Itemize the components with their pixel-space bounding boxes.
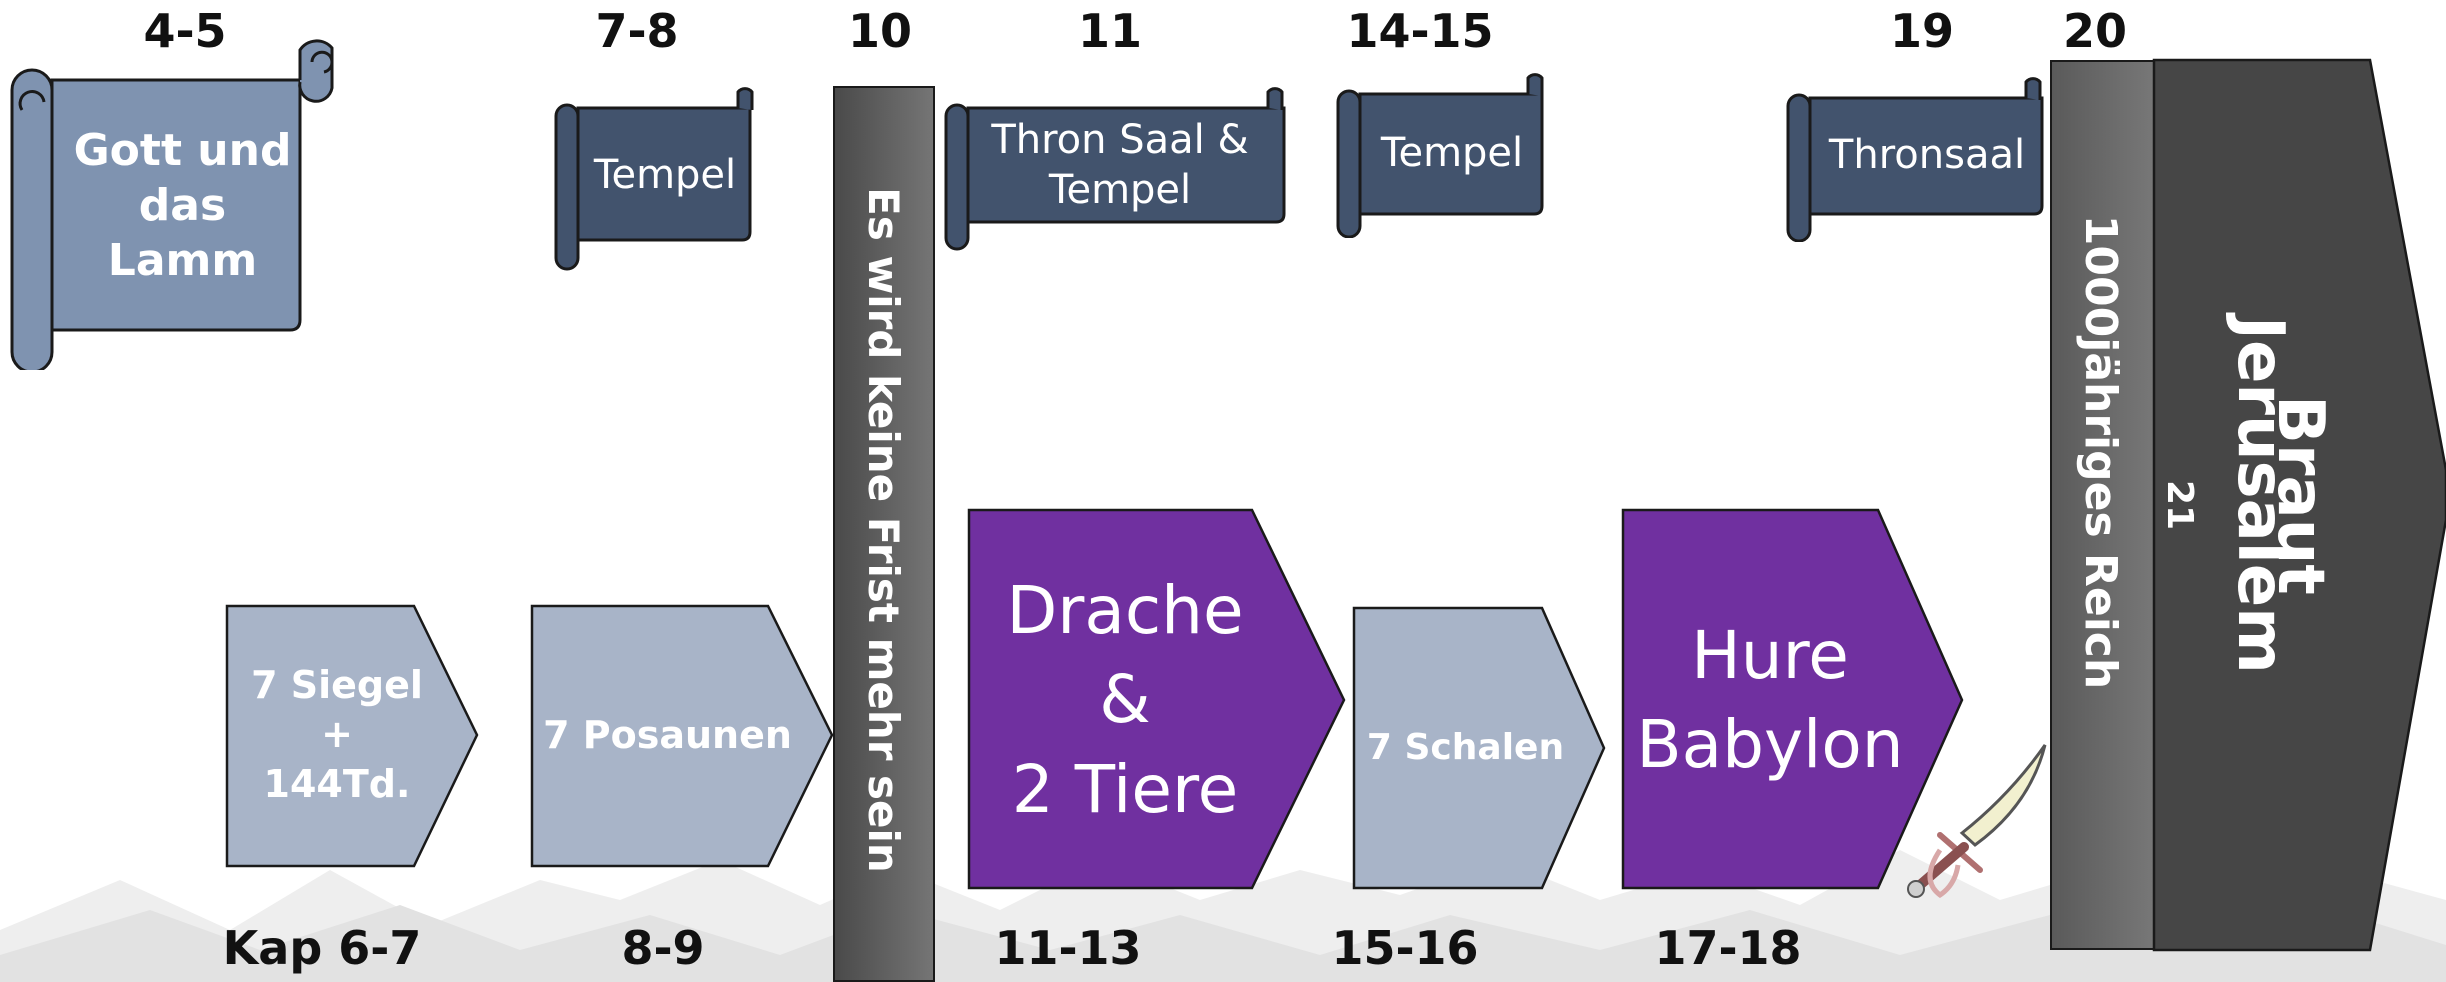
chapter-label-15-16: 15-16 xyxy=(1331,921,1479,975)
chapter-label-kap-6-7: Kap 6-7 xyxy=(222,921,422,975)
scroll-label-thronsaal: Thronsaal xyxy=(1828,132,2026,178)
chapter-label-20: 20 xyxy=(2062,4,2128,58)
bar-1000jaehriges-reich xyxy=(2050,60,2155,950)
bar-keine-frist xyxy=(833,86,935,982)
chapter-label-14-15: 14-15 xyxy=(1346,4,1494,58)
scroll-label-thron-saal-tempel: Thron Saal & Tempel xyxy=(991,117,1249,213)
chapter-label-10: 10 xyxy=(847,4,913,58)
chapter-label-8-9: 8-9 xyxy=(621,921,705,975)
scroll-label-tempel-7-8: Tempel xyxy=(593,152,737,198)
chapter-label-11-13: 11-13 xyxy=(994,921,1142,975)
event-label-hure-babylon: Hure Babylon xyxy=(1636,616,1904,783)
chapter-label-11: 11 xyxy=(1077,4,1143,58)
chapter-label-19: 19 xyxy=(1889,4,1955,58)
pentagon-7-posaunen xyxy=(530,604,834,868)
chapter-label-7-8: 7-8 xyxy=(595,4,679,58)
event-label-7-siegel: 7 Siegel + 144Td. xyxy=(251,662,423,806)
pentagon-7-schalen xyxy=(1352,606,1606,890)
scroll-thron-saal-tempel xyxy=(944,87,1286,251)
scroll-label-tempel-14-15: Tempel xyxy=(1380,130,1524,176)
scroll-gott-und-das-lamm xyxy=(10,39,334,370)
scroll-thronsaal xyxy=(1786,77,2044,242)
chapter-label-17-18: 17-18 xyxy=(1654,921,1802,975)
chapter-label-4-5: 4-5 xyxy=(143,4,227,58)
arrow-label-jerusalem: Jerusalem xyxy=(2223,316,2297,674)
pentagon-7-siegel xyxy=(225,604,479,868)
event-label-drache: Drache & 2 Tiere xyxy=(1006,572,1244,828)
arrow-label-chapter-21: 21 xyxy=(2159,479,2201,531)
sword-icon xyxy=(1907,744,2047,899)
scroll-tempel-7-8 xyxy=(554,87,754,271)
event-label-7-schalen: 7 Schalen xyxy=(1366,726,1565,768)
scroll-tempel-14-15 xyxy=(1336,73,1544,238)
event-label-7-posaunen: 7 Posaunen xyxy=(543,713,792,757)
pentagon-drache xyxy=(967,508,1346,890)
pentagon-hure-babylon xyxy=(1621,508,1964,890)
